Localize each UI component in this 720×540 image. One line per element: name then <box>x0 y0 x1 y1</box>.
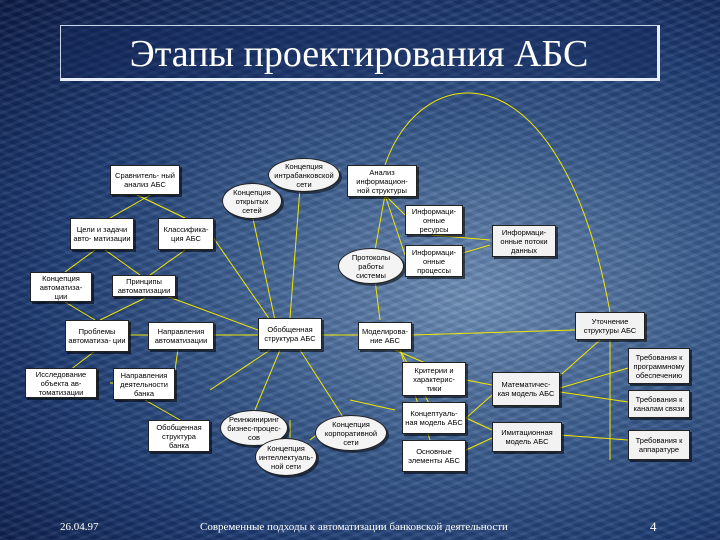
link <box>374 194 386 251</box>
link <box>64 249 96 273</box>
link <box>559 367 629 389</box>
node-automation-principles: Принципы автоматизации <box>112 275 176 297</box>
node-intellectual-network: Концепция интеллектуаль- ной сети <box>255 438 317 476</box>
link <box>209 349 271 391</box>
link <box>254 349 281 411</box>
slide-title: Этапы проектирования АБС <box>129 33 589 75</box>
node-automation-directions: Направления автоматизации <box>148 322 214 350</box>
link <box>465 379 493 386</box>
link <box>149 249 186 276</box>
footer-date: 26.04.97 <box>60 521 99 533</box>
link <box>431 234 491 241</box>
link <box>209 232 271 321</box>
link <box>99 297 146 321</box>
node-generalized-bank: Обобщенная структура банка <box>148 420 210 452</box>
node-software-requirements: Требования к программному обеспечению <box>628 348 690 384</box>
link <box>465 417 493 431</box>
link <box>384 194 406 256</box>
page-number: 4 <box>650 519 657 534</box>
node-intra-bank-network: Концепция интрабанковской сети <box>268 158 340 192</box>
node-criteria: Критерии и характерис- тики <box>402 362 466 396</box>
link <box>349 399 396 411</box>
link <box>64 301 96 321</box>
node-info-flows: Информаци- онные потоки данных <box>492 225 556 257</box>
link <box>299 349 346 421</box>
link <box>134 193 186 219</box>
link <box>554 339 601 381</box>
link <box>559 434 629 441</box>
node-automation-concept: Концепция автоматиза- ции <box>30 272 92 302</box>
node-abs-refinement: Уточнение структуры АБС <box>575 312 645 340</box>
link <box>249 204 276 321</box>
node-corporate-network: Концепция корпоративной сети <box>315 415 387 451</box>
node-open-systems: Концепция открытых сетей <box>222 183 282 219</box>
node-comparative-analysis: Сравнитель- ный анализ АБС <box>110 165 180 195</box>
node-automation-problems: Проблемы автоматиза- ции <box>65 320 129 352</box>
link <box>104 249 141 276</box>
node-goals-tasks: Цели и задачи авто- матизации <box>70 218 134 250</box>
node-automation-objects: Исследование объекта ав- томатизации <box>25 368 97 398</box>
node-hardware-requirements: Требования к аппаратуре <box>628 430 690 460</box>
node-info-resources: Информаци- онные ресурсы <box>405 205 463 235</box>
link <box>374 279 381 321</box>
link <box>384 194 406 216</box>
node-simulation-model: Имитационная модель АБС <box>492 422 562 452</box>
title-frame: Этапы проектирования АБС <box>60 25 660 81</box>
node-basic-elements: Основные элементы АБС <box>402 440 466 472</box>
node-bank-activity-directions: Направления деятельности банка <box>113 368 175 400</box>
link <box>69 350 96 371</box>
node-classification: Классифика- ция АБС <box>158 218 214 250</box>
node-info-processes: Информаци- онные процессы <box>405 245 463 277</box>
footer-caption: Современные подходы к автоматизации банк… <box>200 521 508 533</box>
node-work-protocols: Протоколы работы системы <box>338 248 404 284</box>
link <box>144 399 181 421</box>
link <box>465 437 493 451</box>
link <box>174 348 179 371</box>
node-conceptual-model: Концептуаль- ная модель АБС <box>402 402 466 434</box>
link <box>465 394 493 419</box>
node-channel-requirements: Требования к каналам связи <box>628 390 690 418</box>
link <box>109 193 153 219</box>
node-generalized-abs: Обобщенная структура АБС <box>258 318 322 350</box>
node-info-structure-analysis: Анализ информацион- ной структуры <box>347 165 417 197</box>
node-math-model: Математичес- кая модель АБС <box>492 372 560 406</box>
link <box>411 329 576 336</box>
arc-connector <box>384 92 611 313</box>
node-abs-modeling: Моделирова- ние АБС <box>358 322 412 350</box>
link <box>559 391 629 403</box>
link <box>289 187 301 319</box>
